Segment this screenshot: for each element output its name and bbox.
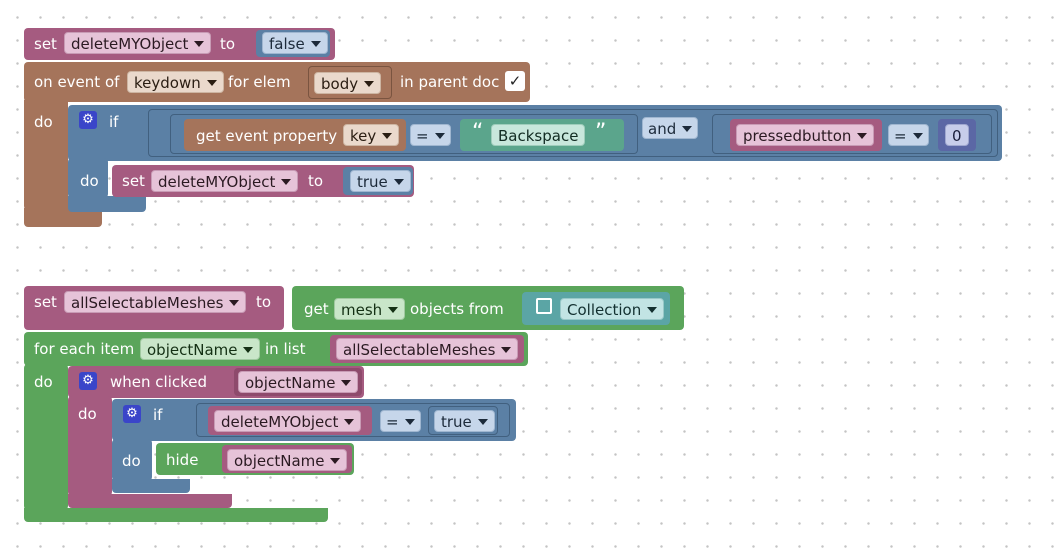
do-label: do: [78, 405, 97, 423]
chevron-down-icon: [682, 125, 693, 132]
if-block-2-bottom: [112, 479, 190, 493]
for-each-do-arm: [24, 364, 68, 510]
chevron-down-icon: [194, 40, 205, 47]
on-event-label: on event of: [34, 73, 120, 91]
if-block-2-do-arm: [112, 439, 152, 481]
if-block-do-arm: [68, 158, 108, 198]
chevron-down-icon: [330, 457, 341, 464]
chevron-down-icon: [393, 178, 404, 185]
to-label: to: [220, 35, 236, 53]
to-label: to: [308, 172, 324, 190]
event-block-do-arm: [24, 100, 68, 210]
chevron-down-icon: [341, 379, 352, 386]
var-dropdown-allselectablemeshes[interactable]: allSelectableMeshes: [336, 338, 519, 360]
var-dropdown-objectname[interactable]: objectName: [227, 449, 348, 471]
var-dropdown-allselectablemeshes[interactable]: allSelectableMeshes: [64, 291, 247, 313]
do-label: do: [80, 172, 99, 190]
set-label: set: [122, 172, 145, 190]
operator-dropdown-2[interactable]: =: [888, 124, 929, 146]
if-block-bottom: [68, 196, 146, 212]
hide-label: hide: [166, 451, 199, 469]
event-block-keydown[interactable]: [24, 62, 530, 102]
event-block-bottom: [24, 208, 102, 227]
event-type-dropdown[interactable]: keydown: [127, 71, 224, 93]
chevron-down-icon: [344, 418, 355, 425]
chevron-down-icon: [501, 346, 512, 353]
in-parent-doc-label: in parent doc: [400, 73, 500, 91]
if-label: if: [153, 406, 163, 424]
chevron-down-icon: [206, 79, 217, 86]
objects-from-label: objects from: [410, 300, 504, 318]
object-type-dropdown[interactable]: mesh: [334, 298, 406, 320]
var-dropdown-objectname[interactable]: objectName: [238, 371, 359, 393]
chevron-down-icon: [243, 346, 254, 353]
elem-dropdown-body[interactable]: body: [314, 72, 382, 94]
chevron-down-icon: [388, 306, 399, 313]
collection-dropdown[interactable]: Collection: [560, 298, 665, 320]
for-each-bottom: [24, 508, 328, 522]
chevron-down-icon: [404, 418, 415, 425]
chevron-down-icon: [647, 306, 658, 313]
if-label: if: [109, 113, 119, 131]
and-dropdown[interactable]: and: [642, 117, 699, 139]
boolean-dropdown-true[interactable]: true: [350, 170, 411, 192]
do-label: do: [122, 452, 141, 470]
gear-icon[interactable]: ⚙: [79, 372, 97, 390]
quote-close-icon: ”: [595, 120, 607, 145]
parent-doc-checkbox[interactable]: ✓: [505, 71, 525, 91]
chevron-down-icon: [364, 80, 375, 87]
set-label: set: [34, 35, 57, 53]
when-clicked-do-arm: [68, 396, 112, 496]
to-label: to: [256, 293, 272, 311]
when-clicked-bottom: [68, 494, 232, 508]
chevron-down-icon: [310, 40, 321, 47]
gear-icon[interactable]: ⚙: [79, 111, 97, 129]
chevron-down-icon: [229, 299, 240, 306]
chevron-down-icon: [434, 132, 445, 139]
chevron-down-icon: [857, 132, 868, 139]
do-label: do: [34, 373, 53, 391]
operator-dropdown-1[interactable]: =: [410, 124, 451, 146]
chevron-down-icon: [382, 132, 393, 139]
boolean-dropdown-true[interactable]: true: [434, 410, 495, 432]
chevron-down-icon: [477, 418, 488, 425]
chevron-down-icon: [912, 132, 923, 139]
for-elem-label: for elem: [228, 73, 291, 91]
item-var-dropdown[interactable]: objectName: [140, 338, 261, 360]
get-event-property-label: get event property: [196, 127, 338, 145]
quote-open-icon: “: [472, 120, 484, 145]
var-dropdown-deletemyobject[interactable]: deleteMYObject: [64, 32, 212, 54]
set-label: set: [34, 293, 57, 311]
for-each-label: for each item: [34, 340, 135, 358]
text-field-backspace[interactable]: Backspace: [491, 124, 586, 146]
when-clicked-label: when clicked: [110, 373, 208, 391]
event-property-dropdown[interactable]: key: [343, 124, 400, 146]
get-label: get: [304, 300, 329, 318]
var-dropdown-pressedbutton[interactable]: pressedbutton: [736, 124, 875, 146]
boolean-dropdown-false[interactable]: false: [262, 32, 328, 54]
do-label: do: [34, 113, 53, 131]
collection-icon: [536, 298, 552, 314]
var-dropdown-deletemyobject[interactable]: deleteMYObject: [151, 170, 299, 192]
number-field-0[interactable]: 0: [945, 124, 969, 146]
var-dropdown-deletemyobject[interactable]: deleteMYObject: [214, 410, 362, 432]
gear-icon[interactable]: ⚙: [123, 405, 141, 423]
in-list-label: in list: [265, 340, 306, 358]
chevron-down-icon: [281, 178, 292, 185]
operator-dropdown-3[interactable]: =: [380, 410, 421, 432]
